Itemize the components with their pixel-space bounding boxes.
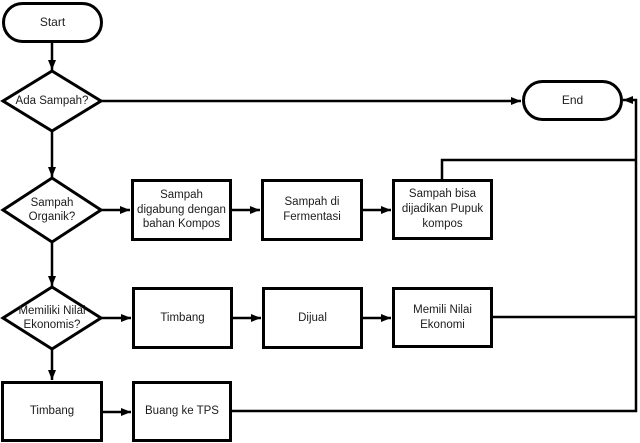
process-dijual: Dijual	[262, 287, 363, 349]
decision-ada-sampah-shape	[0, 69, 104, 133]
node-start: Start	[2, 2, 103, 43]
edge-trunk-to-end	[232, 96, 638, 413]
process-sampah-fermentasi: Sampah di Fermentasi	[261, 179, 363, 241]
process-timbang-2: Timbang	[1, 381, 103, 442]
process-sampah-digabung: Sampah digabung dengan bahan Kompos	[131, 179, 232, 241]
node-end: End	[522, 80, 623, 121]
process-buang-ke-tps: Buang ke TPS	[132, 381, 232, 442]
edge-pupuk-to-trunk	[440, 158, 637, 180]
decision-memiliki-nilai-shape	[0, 285, 104, 351]
decision-sampah-organik-shape	[0, 176, 104, 244]
process-pupuk-kompos: Sampah bisa dijadikan Pupuk kompos	[392, 179, 493, 240]
process-memili-nilai-ekonomi: Memili Nilai Ekonomi	[392, 287, 493, 348]
process-timbang-1: Timbang	[132, 287, 233, 349]
